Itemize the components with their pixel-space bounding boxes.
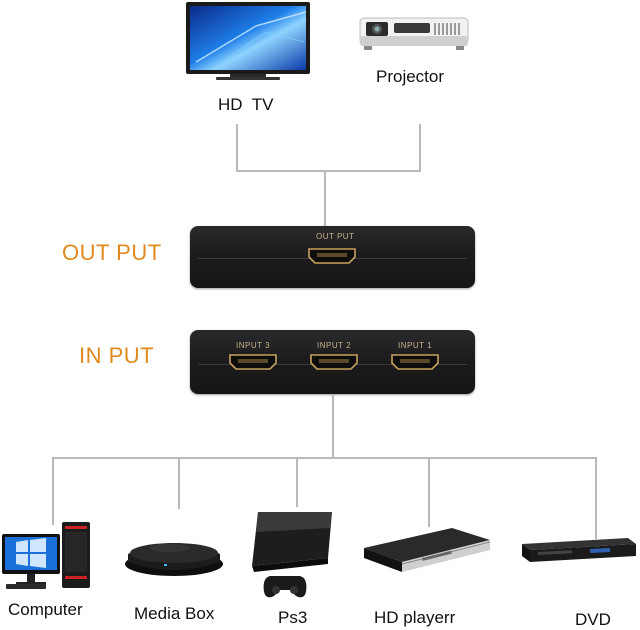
output-join-cable (236, 170, 421, 172)
input-side-label: IN PUT (79, 343, 155, 368)
projector-cable (419, 124, 421, 172)
gamepad-icon (263, 576, 307, 598)
projector-icon (359, 17, 469, 50)
ps3-cable (296, 457, 298, 507)
output-port-label: OUT PUT (316, 232, 355, 241)
hd-player-icon (364, 528, 491, 572)
tv-cable (236, 124, 238, 172)
switch-input-face: INPUT 3 INPUT 2 INPUT 1 (190, 330, 475, 394)
computer-cable (52, 457, 54, 525)
ps3-icon (252, 512, 332, 572)
input-port-2-label: INPUT 2 (317, 341, 352, 350)
projector-label: Projector (376, 67, 445, 86)
hd-player-cable (428, 457, 430, 527)
media-box-label: Media Box (134, 604, 215, 623)
output-trunk-cable (324, 170, 326, 226)
tv-icon (186, 2, 310, 80)
ps3-label: Ps3 (278, 608, 308, 627)
switch-output-face: OUT PUT (190, 226, 475, 288)
input-trunk-cable (332, 394, 334, 458)
tv-label: HD TV (218, 95, 274, 114)
computer-icon (2, 522, 90, 589)
dvd-player-icon (522, 538, 636, 562)
computer-label: Computer (8, 600, 83, 619)
input-bus-cable (52, 457, 597, 459)
output-side-label: OUT PUT (62, 240, 162, 265)
media-box-icon (125, 543, 223, 576)
hdmi-port-icon (308, 248, 356, 264)
input-port-3-label: INPUT 3 (236, 341, 271, 350)
media-box-cable (178, 457, 180, 509)
input-port-1-label: INPUT 1 (398, 341, 433, 350)
dvd-label: DVD (575, 610, 611, 629)
hdmi-port-icon (229, 354, 277, 370)
dvd-cable (595, 457, 597, 539)
hdmi-port-icon (310, 354, 358, 370)
hd-player-label: HD playerr (374, 608, 456, 627)
hdmi-port-icon (391, 354, 439, 370)
